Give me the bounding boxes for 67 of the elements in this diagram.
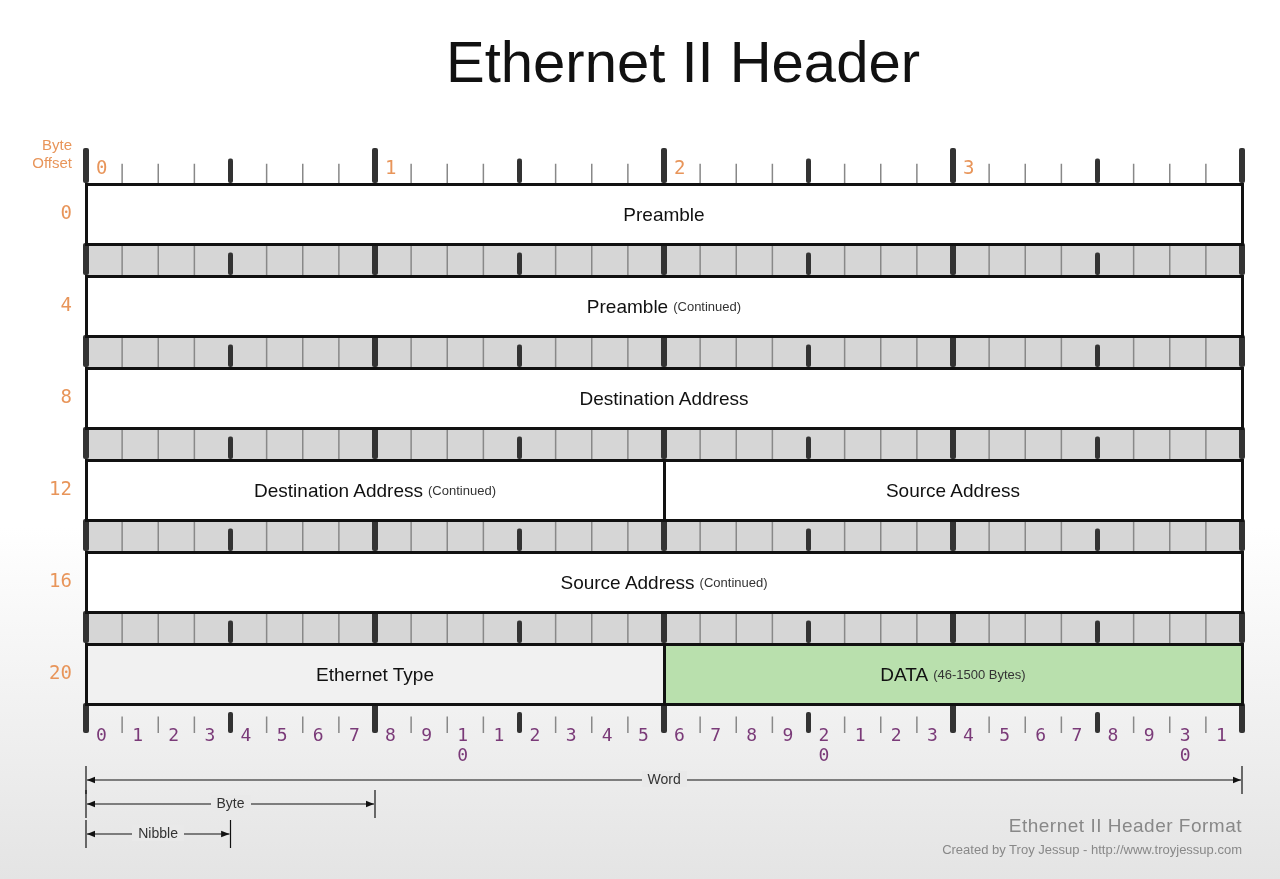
header-field (84, 459, 666, 522)
bit-number: 9 (782, 725, 794, 745)
footer-title: Ethernet II Header Format (1008, 815, 1242, 837)
header-field (84, 367, 1244, 430)
bit-number: 9 (1143, 725, 1155, 745)
field-name: Destination Address (254, 479, 424, 502)
bit-number: 1 (1215, 725, 1227, 745)
bit-number: 5 (276, 725, 288, 745)
bit-number: 6 (674, 725, 685, 745)
bit-number: 3 (204, 725, 216, 745)
bit-number: 4 (601, 725, 613, 745)
field-name: Destination Address (579, 387, 749, 410)
bit-number: 1 (132, 725, 143, 745)
field-name: Ethernet Type (316, 663, 434, 686)
bit-number: 1 (854, 725, 866, 745)
header-field (84, 551, 1244, 614)
field-note: (Continued) (699, 575, 768, 590)
bit-number: 7 (348, 725, 360, 745)
credit-text: Created by Troy Jessup - http://www.troyjessup.com (942, 842, 1242, 857)
byte-number: 2 (674, 156, 686, 178)
bit-number: 3 (926, 725, 938, 745)
offset-number: 4 (59, 293, 72, 315)
byte-number: 0 (96, 156, 108, 178)
header-field (84, 275, 1244, 338)
bit-number: 1 (493, 725, 505, 745)
bit-number: 4 (240, 725, 252, 745)
header-field (84, 183, 1244, 246)
field-name: DATA (880, 663, 929, 686)
offset-number: 20 (48, 661, 72, 683)
bit-number: 2 (168, 725, 180, 745)
bit-number: 3 (565, 725, 577, 745)
axis-label: Byte Offset (31, 136, 72, 172)
byte-number: 3 (963, 156, 975, 178)
bit-number: 7 (710, 725, 721, 745)
bit-number: 20 (818, 725, 830, 765)
bit-number: 7 (1071, 725, 1083, 745)
bit-number: 8 (1107, 725, 1119, 745)
dimension-label: Byte (210, 795, 251, 811)
offset-number: 0 (59, 201, 72, 223)
offset-number: 16 (48, 569, 72, 591)
bit-number: 8 (385, 725, 396, 745)
field-note: (46-1500 Bytes) (933, 667, 1026, 682)
field-note: (Continued) (673, 299, 742, 314)
offset-number: 12 (48, 477, 72, 499)
bit-number: 0 (96, 725, 107, 745)
field-name: Source Address (885, 479, 1021, 502)
bit-number: 2 (529, 725, 541, 745)
header-field (84, 643, 666, 706)
title: Ethernet II Header (445, 28, 921, 95)
offset-number: 8 (59, 385, 72, 407)
byte-number: 1 (385, 156, 397, 178)
field-name: Preamble (586, 295, 669, 318)
bit-number: 8 (746, 725, 758, 745)
bit-number: 30 (1179, 725, 1191, 765)
field-name: Source Address (560, 571, 695, 594)
bit-number: 5 (999, 725, 1010, 745)
bit-number: 9 (421, 725, 432, 745)
bit-number: 6 (1035, 725, 1047, 745)
bit-number: 5 (637, 725, 649, 745)
bit-number: 6 (312, 725, 324, 745)
field-note: (Continued) (428, 483, 496, 498)
dimension-label: Nibble (132, 825, 184, 841)
bit-number: 2 (890, 725, 902, 745)
bit-number: 10 (457, 725, 469, 765)
field-name: Preamble (623, 203, 705, 226)
bit-number: 4 (963, 725, 974, 745)
dimension-label: Word (641, 771, 687, 787)
